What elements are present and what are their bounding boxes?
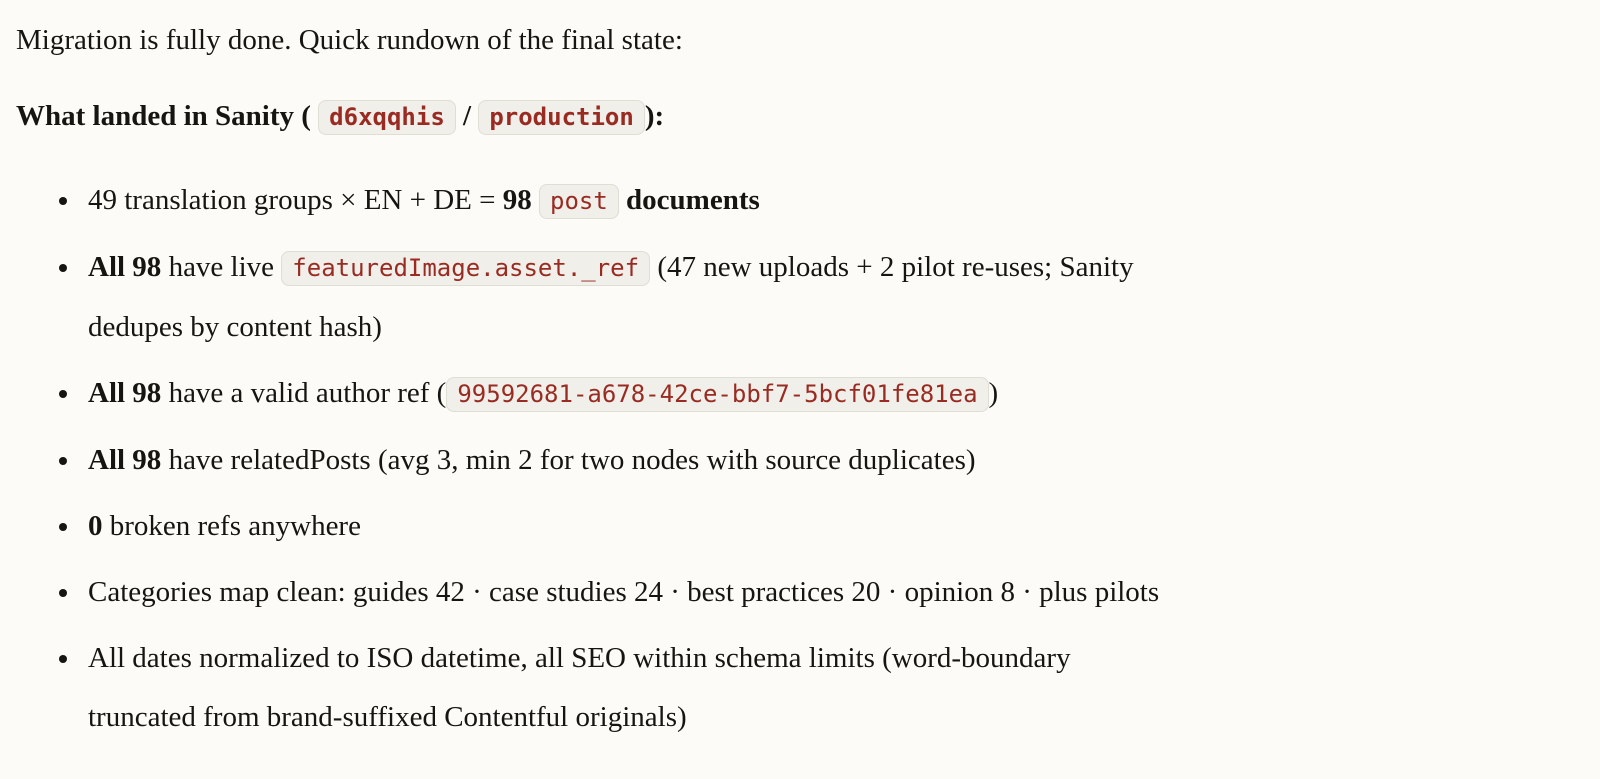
inline-code-post-type: post [539,184,619,219]
section-heading: What landed in Sanity ( d6xqqhis / produ… [16,92,1584,141]
inline-code-author-uuid: 99592681-a678-42ce-bbf7-5bcf01fe81ea [446,377,989,412]
list-item-categories: Categories map clean: guides 42 · case s… [82,563,1584,622]
list-item-related-posts: All 98 have relatedPosts (avg 3, min 2 f… [82,431,1584,490]
text-segment: All dates normalized to ISO datetime, al… [88,642,1071,674]
bold-segment: documents [618,184,760,216]
bold-segment: All 98 [88,377,162,409]
text-segment: Categories map clean: guides 42 · case s… [88,576,1160,608]
paragraph-intro: Migration is fully done. Quick rundown o… [16,18,1584,62]
inline-code-featured-image-ref: featuredImage.asset._ref [281,251,651,286]
text-segment: ) [988,377,999,409]
text-segment: dedupes by content hash) [88,311,382,343]
inline-code-dataset: production [478,100,645,135]
text-segment: have live [161,251,282,283]
heading-separator: / [455,100,479,132]
list-item-featured-image: All 98 have live featuredImage.asset._re… [82,238,1584,357]
bold-segment: 98 [502,184,532,216]
intro-text: Migration is fully done. Quick rundown o… [16,24,683,56]
text-segment: broken refs anywhere [102,510,361,542]
bold-segment: 0 [88,510,103,542]
text-segment: have relatedPosts (avg 3, min 2 for two … [161,444,976,476]
text-segment [532,184,539,216]
bold-segment: All 98 [88,444,162,476]
text-segment: (47 new uploads + 2 pilot re-uses; Sanit… [650,251,1134,283]
text-segment: 49 translation groups × EN + DE = [88,184,503,216]
text-segment: truncated from brand-suffixed Contentful… [88,701,687,733]
inline-code-project-id: d6xqqhis [318,100,456,135]
list-item-dates-seo: All dates normalized to ISO datetime, al… [82,629,1584,747]
text-segment: have a valid author ref ( [161,377,447,409]
summary-list: 49 translation groups × EN + DE = 98 pos… [16,171,1584,747]
list-item-documents: 49 translation groups × EN + DE = 98 pos… [82,171,1584,231]
heading-text-post: ): [644,100,665,132]
heading-text-pre: What landed in Sanity ( [16,100,311,132]
bold-segment: All 98 [88,251,162,283]
list-item-author-ref: All 98 have a valid author ref (99592681… [82,364,1584,424]
list-item-broken-refs: 0 broken refs anywhere [82,497,1584,556]
